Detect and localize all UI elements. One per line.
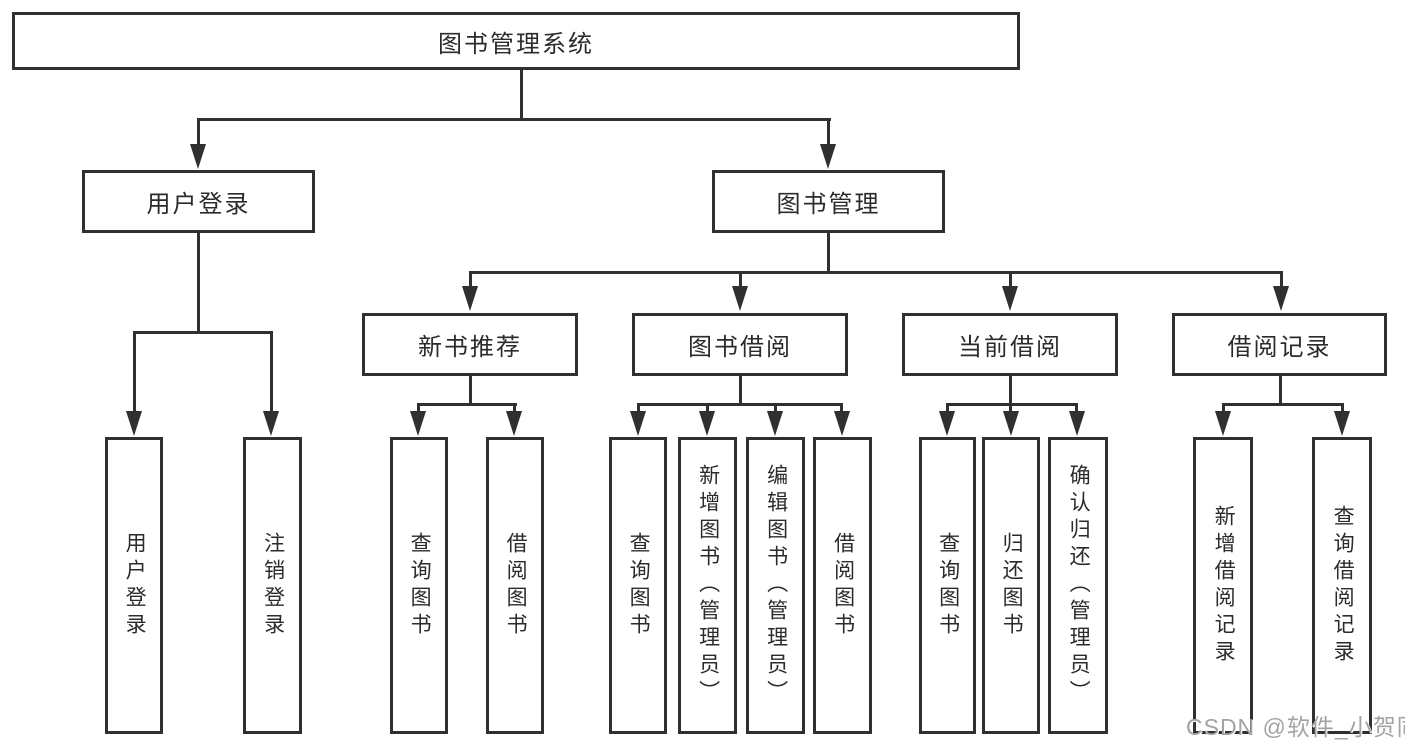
connector-current-trunk <box>1009 376 1012 406</box>
node-user-login: 用户登录 <box>82 170 315 233</box>
watermark: CSDN @软件_小贺同学 <box>1186 714 1405 740</box>
arrowhead-current-2 <box>1003 411 1019 436</box>
connector-bookmgmt-rail <box>469 271 1283 274</box>
leaf-edit-book-admin: 编辑图书（管理员） <box>746 437 805 734</box>
arrowhead-borrow-2 <box>699 411 715 436</box>
arrowhead-userlogin-1 <box>126 411 142 436</box>
connector-borrow-stem-3 <box>774 403 777 415</box>
leaf-current-query-book: 查询图书 <box>919 437 976 734</box>
arrowhead-bookmgmt-2 <box>732 286 748 311</box>
connector-current-stem-2 <box>1009 403 1012 415</box>
arrowhead-borrow-4 <box>834 411 850 436</box>
arrowhead-borrow-1 <box>630 411 646 436</box>
arrowhead-bookmgmt-4 <box>1273 286 1289 311</box>
connector-current-stem-3 <box>1075 403 1078 415</box>
node-book-management: 图书管理 <box>712 170 945 233</box>
node-current-borrow: 当前借阅 <box>902 313 1118 376</box>
connector-root-rail <box>197 118 831 121</box>
arrowhead-current-3 <box>1069 411 1085 436</box>
arrowhead-borrow-3 <box>767 411 783 436</box>
connector-recommend-stem-1 <box>417 403 420 415</box>
connector-borrow-stem-1 <box>637 403 640 415</box>
connector-root-trunk <box>520 69 523 119</box>
leaf-borrow-book: 借阅图书 <box>813 437 872 734</box>
arrowhead-root-1 <box>190 144 206 169</box>
connector-bookmgmt-stem-2 <box>739 271 742 288</box>
connector-root-stem-1 <box>197 118 200 148</box>
connector-userlogin-stem-1 <box>133 331 136 414</box>
connector-root-stem-2 <box>827 118 830 148</box>
leaf-recommend-query-book: 查询图书 <box>390 437 448 734</box>
connector-borrow-stem-2 <box>706 403 709 415</box>
connector-recommend-rail <box>417 403 517 406</box>
connector-recommend-stem-2 <box>513 403 516 415</box>
arrowhead-bookmgmt-3 <box>1002 286 1018 311</box>
connector-userlogin-stem-2 <box>270 331 273 414</box>
connector-recommend-trunk <box>469 376 472 406</box>
connector-records-rail <box>1222 403 1344 406</box>
node-borrow-records: 借阅记录 <box>1172 313 1387 376</box>
arrowhead-records-1 <box>1215 411 1231 436</box>
connector-records-trunk <box>1279 376 1282 406</box>
node-new-book-recommend: 新书推荐 <box>362 313 578 376</box>
connector-userlogin-rail <box>133 331 273 334</box>
connector-current-stem-1 <box>946 403 949 415</box>
connector-bookmgmt-stem-3 <box>1009 271 1012 288</box>
leaf-logout: 注销登录 <box>243 437 302 734</box>
node-root: 图书管理系统 <box>12 12 1020 70</box>
leaf-return-book: 归还图书 <box>982 437 1040 734</box>
leaf-add-borrow-record: 新增借阅记录 <box>1193 437 1253 734</box>
connector-records-stem-1 <box>1222 403 1225 415</box>
leaf-recommend-borrow-book: 借阅图书 <box>486 437 544 734</box>
leaf-confirm-return-admin: 确认归还（管理员） <box>1048 437 1108 734</box>
leaf-borrow-query-book: 查询图书 <box>609 437 667 734</box>
leaf-query-borrow-record: 查询借阅记录 <box>1312 437 1372 734</box>
connector-bookmgmt-stem-4 <box>1280 271 1283 288</box>
arrowhead-root-2 <box>820 144 836 169</box>
leaf-add-book-admin: 新增图书（管理员） <box>678 437 737 734</box>
connector-current-rail <box>946 403 1078 406</box>
arrowhead-recommend-1 <box>410 411 426 436</box>
connector-records-stem-2 <box>1341 403 1344 415</box>
arrowhead-records-2 <box>1334 411 1350 436</box>
connector-userlogin-trunk <box>197 233 200 333</box>
connector-borrow-rail <box>637 403 843 406</box>
arrowhead-current-1 <box>939 411 955 436</box>
connector-borrow-stem-4 <box>840 403 843 415</box>
node-book-borrow: 图书借阅 <box>632 313 848 376</box>
arrowhead-userlogin-2 <box>263 411 279 436</box>
arrowhead-bookmgmt-1 <box>462 286 478 311</box>
arrowhead-recommend-2 <box>506 411 522 436</box>
leaf-user-login: 用户登录 <box>105 437 163 734</box>
connector-borrow-trunk <box>739 376 742 406</box>
connector-bookmgmt-trunk <box>827 233 830 274</box>
connector-bookmgmt-stem-1 <box>469 271 472 288</box>
